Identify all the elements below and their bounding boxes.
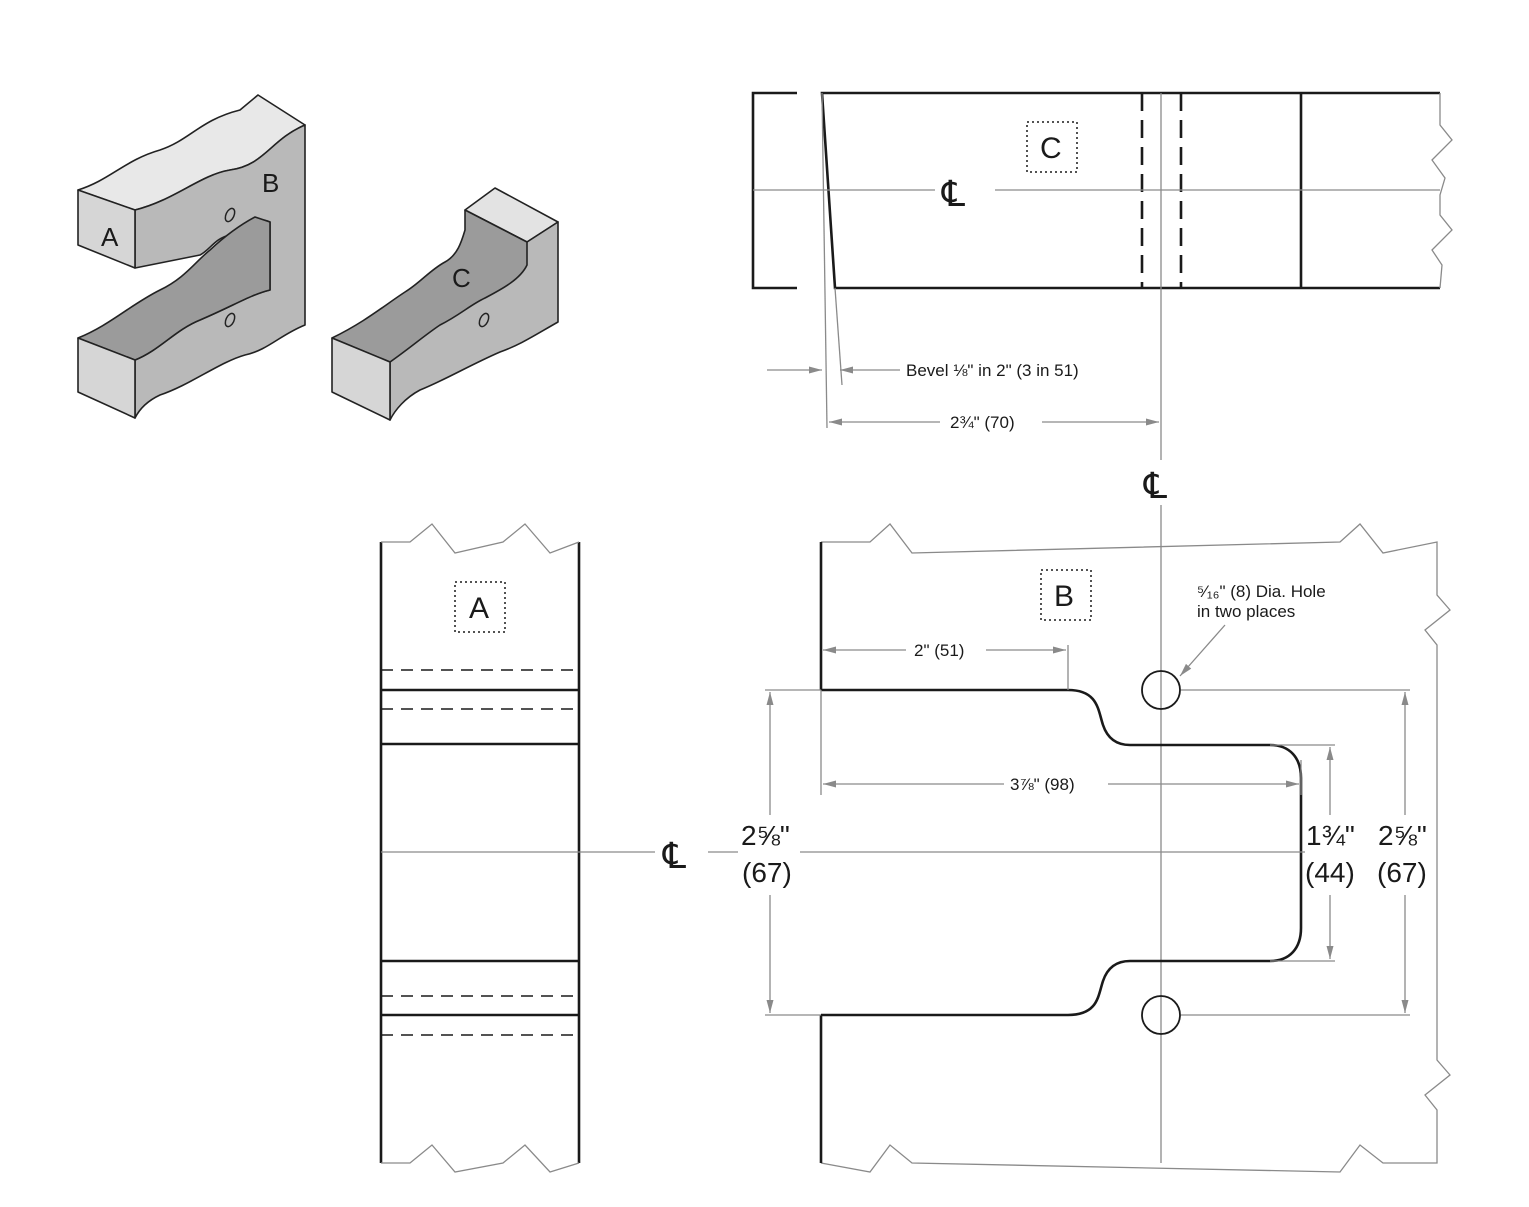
dim-67-left-line1: 2⅝" bbox=[741, 820, 790, 851]
iso-label-a: A bbox=[101, 222, 119, 252]
dim-67-left-line2: (67) bbox=[742, 857, 792, 888]
view-c-break-line bbox=[1431, 93, 1453, 289]
view-a-top-break bbox=[381, 523, 580, 554]
view-c: ℄ C Bevel ⅛" in 2" (3 in 51) 2¾" (70) ℄ bbox=[751, 91, 1453, 1163]
hole-note-line2: in two places bbox=[1197, 602, 1295, 621]
view-c-label-box bbox=[1026, 121, 1078, 173]
hole-note-leader bbox=[1179, 624, 1226, 677]
hole-note-line1: ⁵⁄₁₆" (8) Dia. Hole bbox=[1197, 582, 1326, 601]
bevel-note: Bevel ⅛" in 2" (3 in 51) bbox=[906, 361, 1079, 380]
horizontal-cl-symbol: ℄ bbox=[662, 836, 686, 877]
view-a-label-box bbox=[454, 581, 506, 633]
part-b-lower-front bbox=[77, 337, 136, 419]
part-c-front-face bbox=[331, 337, 391, 421]
isometric-part-c: C bbox=[331, 187, 559, 421]
view-a: A ℄ bbox=[379, 523, 738, 1173]
part-b-slot-face bbox=[77, 216, 271, 361]
dim-67-right-line1: 2⅝" bbox=[1378, 820, 1427, 851]
dim-44-line2: (44) bbox=[1305, 857, 1355, 888]
view-b-label-box bbox=[1040, 569, 1092, 621]
view-a-bottom-break bbox=[381, 1144, 580, 1173]
iso-label-c: C bbox=[452, 263, 471, 293]
view-b: B ⁵⁄₁₆" (8) Dia. Hole in two places 2" (… bbox=[741, 523, 1451, 1173]
part-c-inner-face bbox=[331, 209, 528, 363]
iso-label-b: B bbox=[262, 168, 279, 198]
part-b-hole-lower bbox=[224, 312, 236, 328]
part-c-hole bbox=[478, 312, 490, 328]
dim-70-text: 2¾" (70) bbox=[950, 413, 1015, 432]
view-b-hole-top bbox=[1141, 670, 1181, 710]
view-a-label: A bbox=[469, 592, 489, 625]
dim-51-text: 2" (51) bbox=[914, 641, 964, 660]
center-cl-symbol: ℄ bbox=[1143, 466, 1167, 507]
dim-44-line1: 1¾" bbox=[1306, 820, 1355, 851]
dim-67-right-line2: (67) bbox=[1377, 857, 1427, 888]
view-b-top-break bbox=[820, 523, 1451, 1173]
view-c-label: C bbox=[1040, 132, 1062, 165]
view-b-hole-bottom bbox=[1141, 995, 1181, 1035]
dim-98-text: 3⅞" (98) bbox=[1010, 775, 1075, 794]
bevel-ext-1 bbox=[821, 92, 828, 429]
view-c-cl-symbol: ℄ bbox=[941, 174, 965, 215]
part-b-hole-upper bbox=[224, 207, 236, 223]
view-b-label: B bbox=[1054, 580, 1074, 613]
isometric-part-ab: A B bbox=[77, 94, 306, 419]
view-b-slot-outline bbox=[821, 688, 1303, 1017]
part-a-front-face bbox=[77, 189, 136, 269]
